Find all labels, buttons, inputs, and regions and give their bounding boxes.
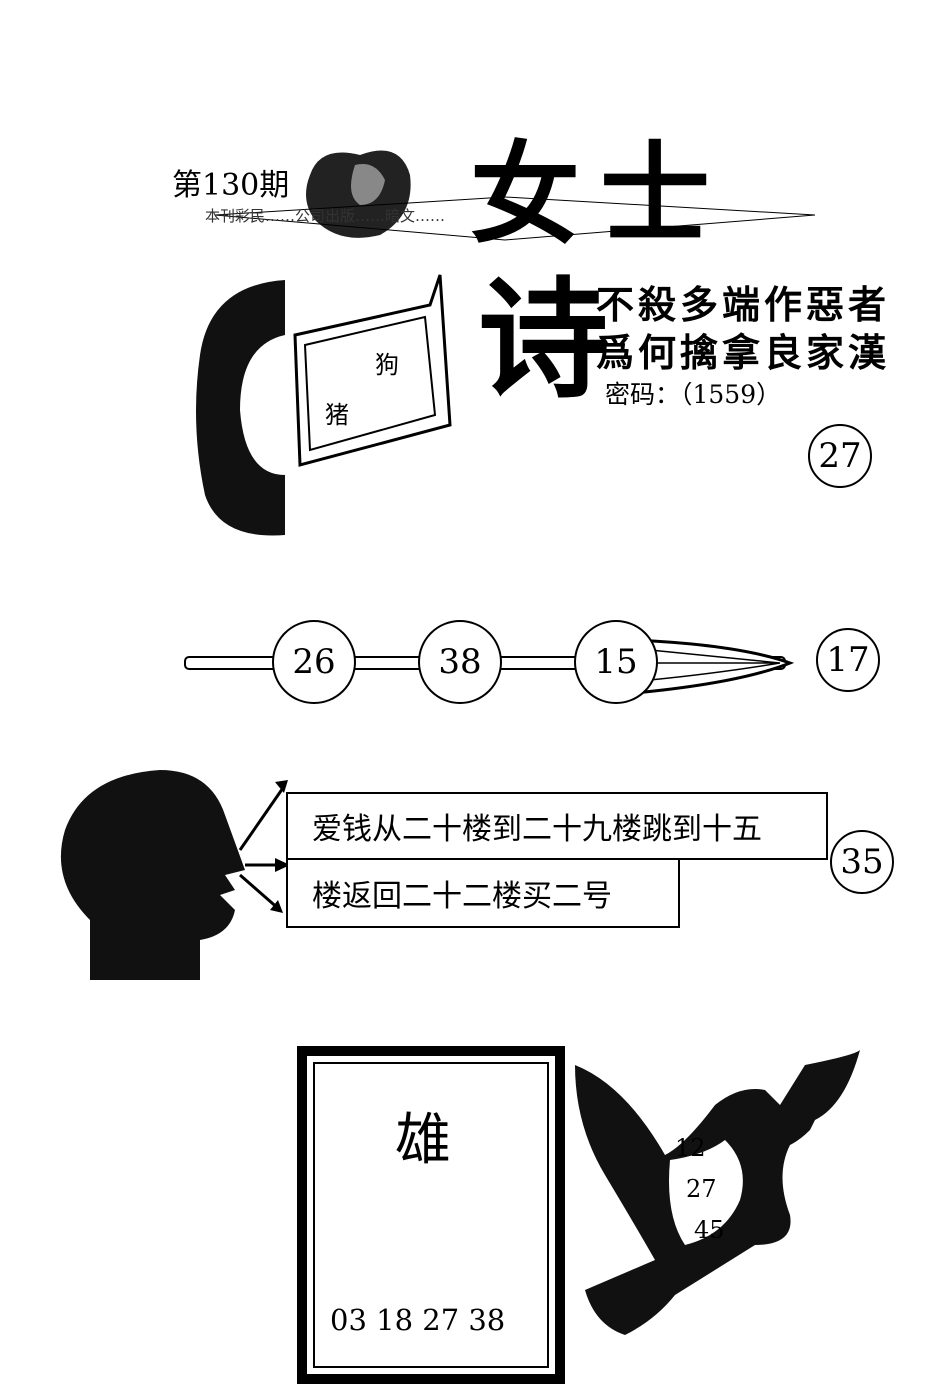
frame-character: 雄 xyxy=(395,1108,451,1173)
poem-line-2: 爲何擒拿良家漢 xyxy=(596,330,891,375)
bird-graphic xyxy=(575,1050,860,1335)
page-title: 女士 xyxy=(470,130,730,259)
speech-box-2: 楼返回二十二楼买二号 xyxy=(286,858,680,928)
ink-blot-decoration xyxy=(306,150,411,238)
speech-circle-number: 35 xyxy=(830,830,894,894)
skewer-ball-2: 38 xyxy=(418,620,502,704)
character-frame xyxy=(297,1046,565,1384)
banner-diamond-lines xyxy=(215,196,815,241)
speaking-head-graphic xyxy=(60,770,290,980)
skewer-ball-3: 15 xyxy=(574,620,658,704)
issue-number: 第130期 xyxy=(172,168,290,203)
word-dog: 狗 xyxy=(375,351,399,379)
speech-box-1: 爱钱从二十楼到二十九楼跳到十五 xyxy=(286,792,828,860)
poem-glyph: 诗 xyxy=(478,263,609,416)
word-pig: 猪 xyxy=(325,401,349,429)
poem-circle-number: 27 xyxy=(808,424,872,488)
bird-number-1: 12 xyxy=(675,1134,706,1162)
bird-number-2: 27 xyxy=(686,1175,717,1203)
bird-number-3: 45 xyxy=(694,1216,725,1244)
phone-handset-graphic xyxy=(196,280,285,536)
banner-text: 本刊彩民……公司出版……暗文…… xyxy=(205,207,446,225)
poem-line-1: 不殺多端作惡者 xyxy=(596,282,891,327)
frame-numbers: 03 18 27 38 xyxy=(330,1303,506,1337)
skewer-ball-1: 26 xyxy=(272,620,356,704)
skewer-circle-number: 17 xyxy=(816,628,880,692)
flag-card-graphic xyxy=(293,274,452,467)
password-line: 密码：（1559） xyxy=(605,380,782,409)
